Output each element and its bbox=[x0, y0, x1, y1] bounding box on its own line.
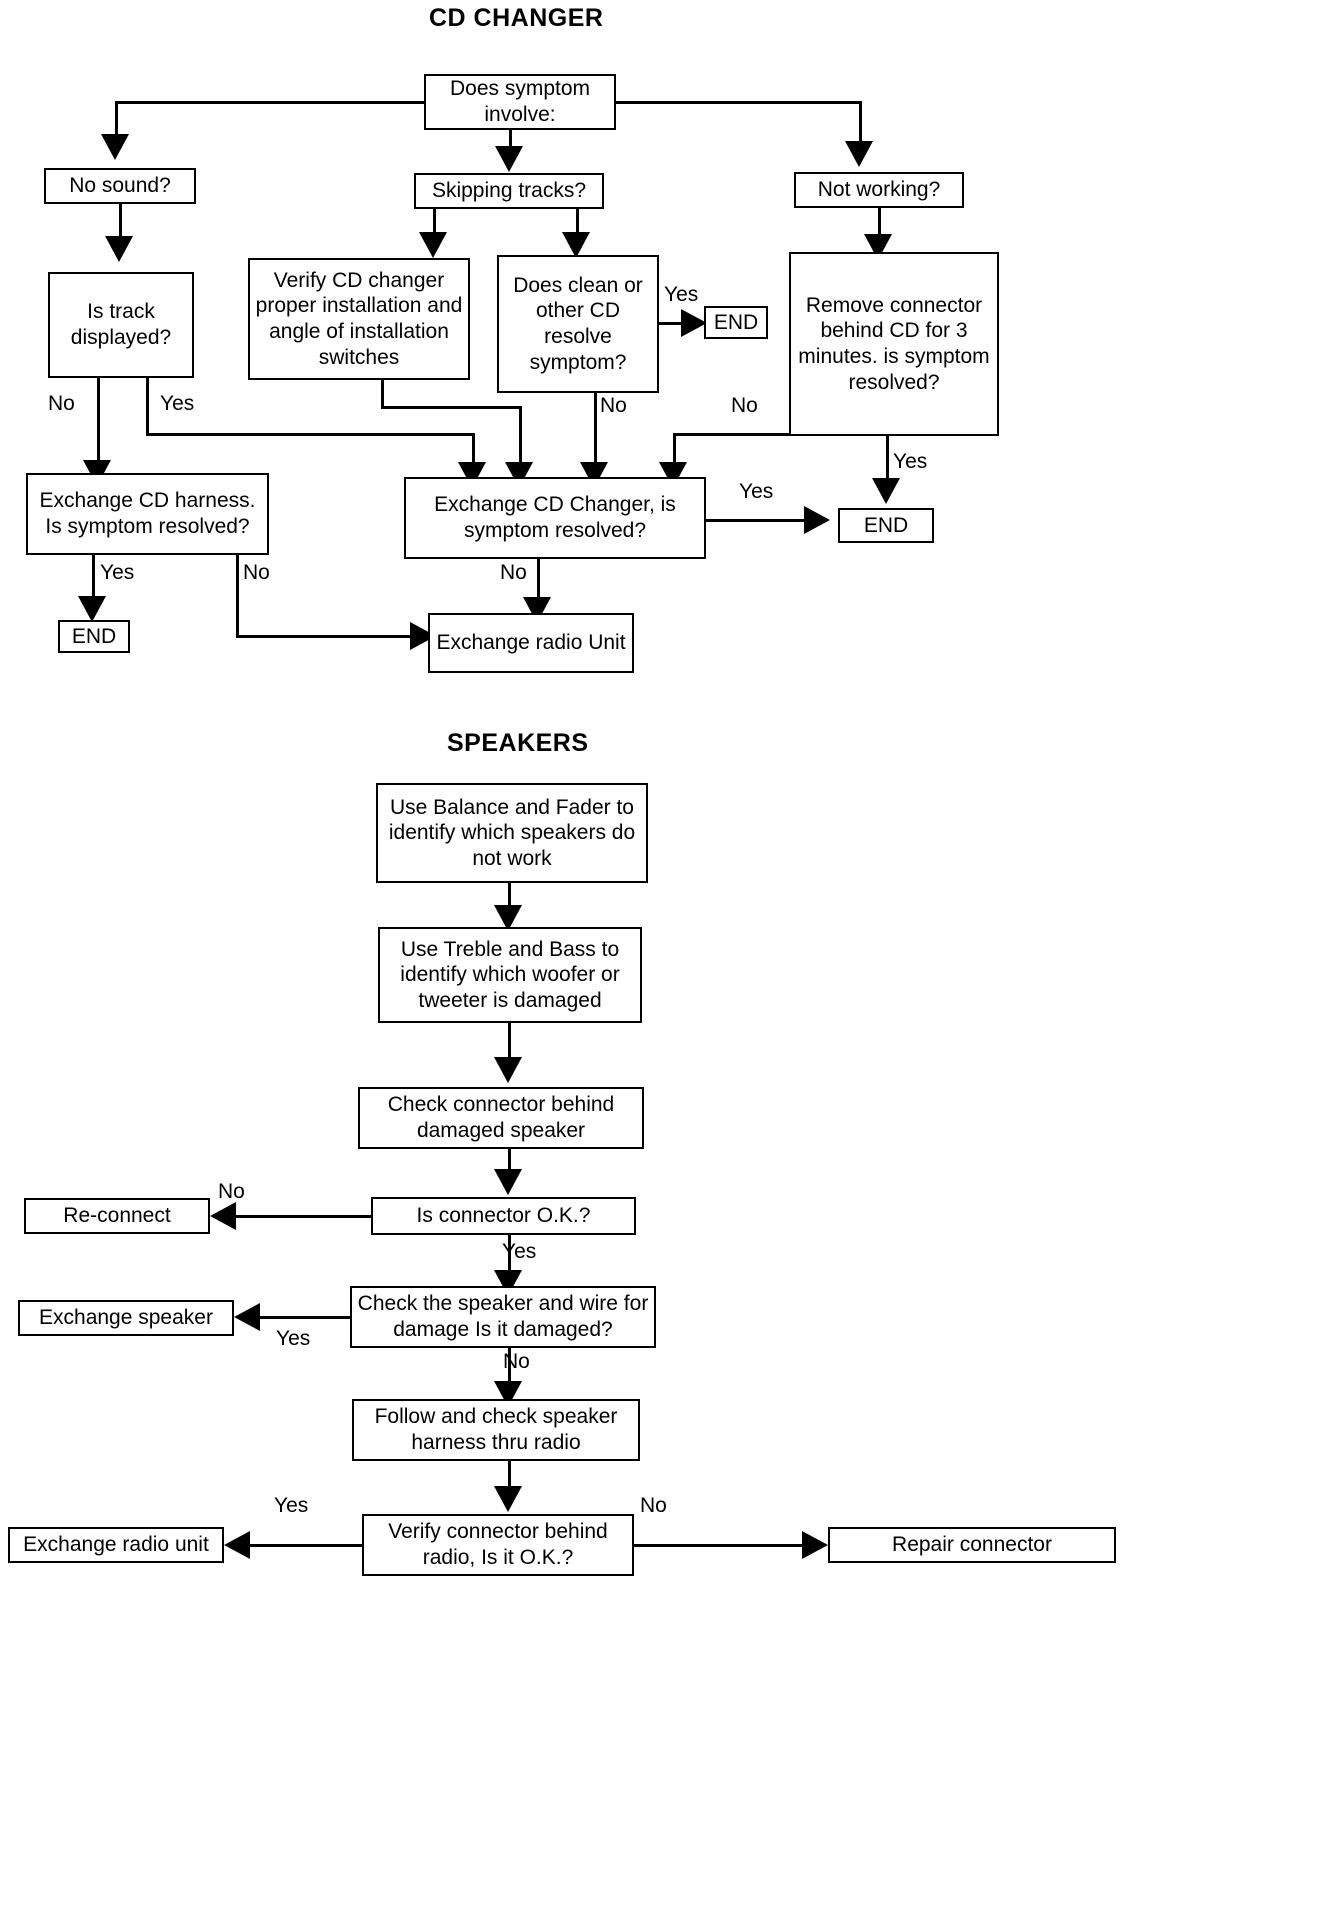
edge-remove-no-h bbox=[673, 433, 791, 436]
node-check-speaker-and-wire: Check the speaker and wire for damage Is… bbox=[350, 1286, 656, 1348]
node-use-treble-and-bass: Use Treble and Bass to identify which wo… bbox=[378, 927, 642, 1023]
node-check-connector-behind-speaker: Check connector behind damaged speaker bbox=[358, 1087, 644, 1149]
arrowhead-to-treble-bass bbox=[494, 905, 522, 931]
edge-remove-yes-line bbox=[886, 436, 889, 482]
node-exchange-speaker: Exchange speaker bbox=[18, 1300, 234, 1336]
edge-skipping-to-clean bbox=[576, 209, 579, 239]
node-end-clean-cd: END bbox=[704, 306, 768, 339]
edge-connector-yes-line bbox=[508, 1235, 511, 1275]
edge-label-clean-no: No bbox=[600, 394, 627, 417]
node-re-connect: Re-connect bbox=[24, 1198, 210, 1234]
arrowhead-to-not-working bbox=[845, 141, 873, 167]
edge-check-to-connector-ok bbox=[508, 1149, 511, 1175]
arrowhead-verify-no-repair bbox=[802, 1531, 828, 1559]
edge-label-damaged-yes: Yes bbox=[276, 1327, 311, 1350]
node-skipping-tracks: Skipping tracks? bbox=[414, 173, 604, 209]
edge-damaged-no-line bbox=[508, 1348, 511, 1386]
node-exchange-cd-changer: Exchange CD Changer, is symptom resolved… bbox=[404, 477, 706, 559]
edge-start-to-left bbox=[115, 101, 426, 104]
edge-label-harness-no: No bbox=[243, 561, 270, 584]
arrowhead-to-no-sound bbox=[101, 134, 129, 160]
arrowhead-to-verify-connector bbox=[494, 1486, 522, 1512]
edge-start-middle-drop bbox=[509, 130, 512, 148]
arrowhead-to-verify-install bbox=[419, 232, 447, 258]
edge-harness-yes-line bbox=[92, 555, 95, 600]
edge-label-remove-yes: Yes bbox=[893, 450, 928, 473]
node-follow-and-check-harness: Follow and check speaker harness thru ra… bbox=[352, 1399, 640, 1461]
edge-remove-no-v bbox=[673, 433, 676, 466]
arrowhead-to-skipping bbox=[495, 146, 523, 172]
edge-start-left-drop bbox=[115, 101, 118, 136]
arrowhead-to-is-track bbox=[105, 236, 133, 262]
node-repair-connector: Repair connector bbox=[828, 1527, 1116, 1563]
edge-balance-to-treble bbox=[508, 883, 511, 911]
arrowhead-to-check-connector bbox=[494, 1057, 522, 1083]
edge-track-yes-v bbox=[146, 378, 149, 436]
edge-track-no-line bbox=[97, 378, 100, 464]
node-use-balance-and-fader: Use Balance and Fader to identify which … bbox=[376, 783, 648, 883]
edge-follow-to-verify bbox=[508, 1461, 511, 1491]
node-exchange-cd-harness: Exchange CD harness. Is symptom resolved… bbox=[26, 473, 269, 555]
arrowhead-remove-yes-end bbox=[872, 478, 900, 504]
edge-track-yes-h bbox=[146, 433, 475, 436]
node-exchange-radio-unit-speakers: Exchange radio unit bbox=[8, 1527, 224, 1563]
edge-harness-no-h bbox=[236, 635, 412, 638]
node-is-connector-ok: Is connector O.K.? bbox=[371, 1197, 636, 1235]
edge-start-to-right bbox=[614, 101, 862, 104]
edge-label-track-no: No bbox=[48, 392, 75, 415]
arrowhead-to-clean-cd bbox=[562, 232, 590, 258]
arrowhead-clean-yes-end bbox=[681, 309, 707, 337]
node-exchange-radio-unit-cd: Exchange radio Unit bbox=[428, 613, 634, 673]
node-not-working: Not working? bbox=[794, 172, 964, 208]
edge-not-working-to-remove bbox=[878, 208, 881, 240]
edge-verify-h bbox=[381, 406, 522, 409]
edge-verify-v2 bbox=[519, 406, 522, 466]
node-no-sound: No sound? bbox=[44, 168, 196, 204]
edge-verify-no-line bbox=[634, 1544, 804, 1547]
node-end-remove-connector: END bbox=[838, 508, 934, 543]
arrowhead-verify-yes-exchange-radio bbox=[224, 1531, 250, 1559]
edge-damaged-yes-line bbox=[260, 1316, 352, 1319]
edge-label-connector-no: No bbox=[218, 1180, 245, 1203]
edge-label-track-yes: Yes bbox=[160, 392, 195, 415]
edge-label-changer-no: No bbox=[500, 561, 527, 584]
node-verify-connector-behind-radio: Verify connector behind radio, Is it O.K… bbox=[362, 1514, 634, 1576]
edge-start-right-drop bbox=[859, 101, 862, 143]
cd-changer-title: CD CHANGER bbox=[429, 4, 604, 32]
node-end-harness: END bbox=[58, 620, 130, 653]
edge-connector-no-line bbox=[236, 1215, 373, 1218]
node-verify-cd-changer-installation: Verify CD changer proper installation an… bbox=[248, 258, 470, 380]
edge-verify-yes-line bbox=[250, 1544, 364, 1547]
arrowhead-connector-no-reconnect bbox=[210, 1202, 236, 1230]
arrowhead-damaged-yes-exchange-speaker bbox=[234, 1303, 260, 1331]
edge-label-harness-yes: Yes bbox=[100, 561, 135, 584]
arrowhead-to-connector-ok bbox=[494, 1169, 522, 1195]
edge-label-clean-yes: Yes bbox=[664, 283, 699, 306]
edge-verify-v1 bbox=[381, 380, 384, 408]
speakers-title: SPEAKERS bbox=[447, 729, 589, 757]
edge-label-changer-yes: Yes bbox=[739, 480, 774, 503]
edge-harness-no-v bbox=[236, 555, 239, 638]
edge-changer-yes-line bbox=[706, 519, 806, 522]
edge-skipping-to-verify bbox=[433, 209, 436, 239]
edge-clean-yes-line bbox=[659, 322, 683, 325]
node-is-track-displayed: Is track displayed? bbox=[48, 272, 194, 378]
node-does-clean-or-other-cd: Does clean or other CD resolve symptom? bbox=[497, 255, 659, 393]
edge-label-verify-no: No bbox=[640, 1494, 667, 1517]
arrowhead-harness-yes-end bbox=[78, 596, 106, 622]
edge-no-sound-to-track bbox=[119, 204, 122, 246]
edge-label-remove-no: No bbox=[731, 394, 758, 417]
node-remove-connector-behind-cd: Remove connector behind CD for 3 minutes… bbox=[789, 252, 999, 436]
edge-changer-no-line bbox=[537, 559, 540, 601]
edge-track-yes-drop bbox=[472, 433, 475, 466]
node-does-symptom-involve: Does symptom involve: bbox=[424, 74, 616, 130]
edge-clean-no-line bbox=[594, 393, 597, 466]
edge-label-verify-yes: Yes bbox=[274, 1494, 309, 1517]
edge-treble-to-check-connector bbox=[508, 1023, 511, 1063]
arrowhead-changer-yes-end bbox=[804, 506, 830, 534]
